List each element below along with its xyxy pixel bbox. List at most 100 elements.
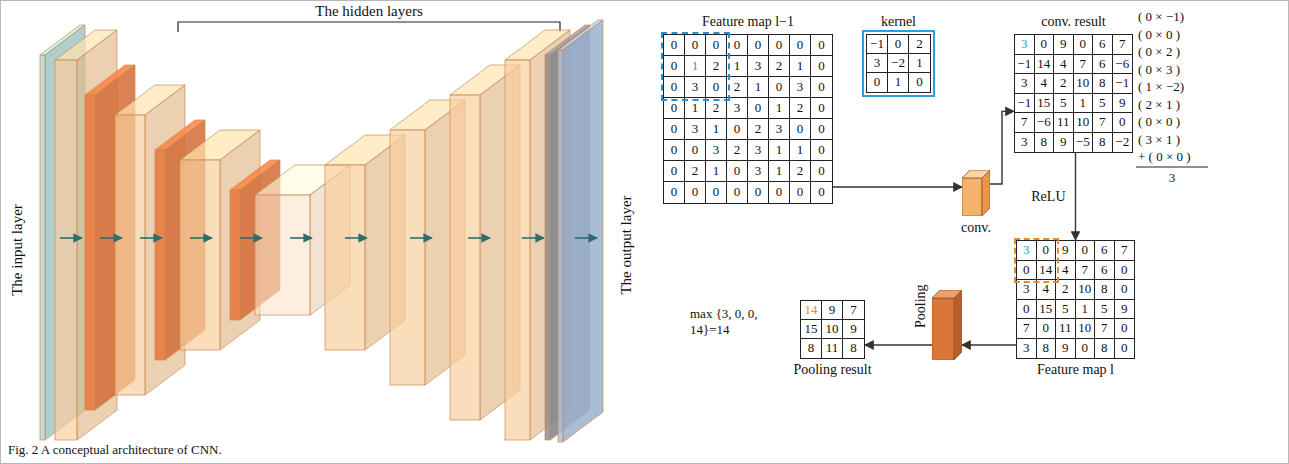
grid-cell: 7 xyxy=(1095,319,1115,339)
grid-cell: 0 xyxy=(769,182,790,203)
hidden-layers-bracket xyxy=(178,22,560,32)
sum-rule xyxy=(1136,167,1208,168)
grid-cell: 0 xyxy=(1035,35,1055,55)
block-shape xyxy=(962,170,990,216)
grid-cell: 11 xyxy=(822,339,843,358)
box-front xyxy=(40,55,45,440)
grid-cell: 0 xyxy=(1115,280,1135,300)
grid-cell: 7 xyxy=(1017,319,1037,339)
grid-cell: 0 xyxy=(790,35,811,56)
flow-arrow xyxy=(522,237,544,239)
grid-cell: 0 xyxy=(790,119,811,140)
block-face xyxy=(954,290,962,360)
grid-cell: 0 xyxy=(685,182,706,203)
node-heading: Feature map l−1 xyxy=(702,14,794,30)
grid-cell: 0 xyxy=(909,73,930,92)
flow-arrow xyxy=(140,237,162,239)
grid-cell: 0 xyxy=(1037,319,1057,339)
grid-cell: 3 xyxy=(1017,280,1037,300)
grid-cell: 0 xyxy=(811,182,832,203)
grid-cell: 1 xyxy=(769,140,790,161)
grid-cell: 4 xyxy=(1054,55,1074,75)
grid-cell: 0 xyxy=(1074,35,1094,55)
box-side xyxy=(563,20,603,442)
grid-cell: 3 xyxy=(685,77,706,98)
grid-cell: 1 xyxy=(790,140,811,161)
grid-cell: 0 xyxy=(1037,241,1057,261)
grid-cell: 10 xyxy=(822,320,843,339)
calculation-line: ( 1 × −2) xyxy=(1138,79,1184,95)
layer-boxes xyxy=(40,20,603,442)
block-face xyxy=(932,298,954,360)
grid-cell: 7 xyxy=(1076,261,1096,281)
edge-label: ReLU xyxy=(1029,189,1067,205)
grid-cell: 10 xyxy=(1076,319,1096,339)
box-front xyxy=(85,95,95,410)
grid-cell: 3 xyxy=(790,77,811,98)
feature-grid: Feature map l−10000000001213210030210300… xyxy=(663,34,833,204)
calculation-line: ( 0 × 0 ) xyxy=(1138,114,1180,130)
layer-label: The input layer xyxy=(9,204,25,296)
grid-cell: 0 xyxy=(727,182,748,203)
grid-cell: 2 xyxy=(1054,74,1074,94)
calculation-line: 3 xyxy=(1169,170,1176,186)
grid-cell: 0 xyxy=(1115,261,1135,281)
grid-cell: −1 xyxy=(1113,74,1133,94)
grid-cell: 0 xyxy=(664,161,685,182)
grid-cell: 3 xyxy=(748,56,769,77)
box-front xyxy=(558,50,563,442)
grid-cell: 1 xyxy=(706,119,727,140)
grid-cell: 0 xyxy=(1017,300,1037,320)
node-heading: conv. xyxy=(961,220,991,236)
grid-cell: 5 xyxy=(1095,300,1115,320)
grid-cell: 2 xyxy=(790,98,811,119)
grid-cell: 1 xyxy=(888,73,909,92)
grid-cell: 0 xyxy=(748,98,769,119)
grid-cell: 0 xyxy=(685,140,706,161)
flow-arrow xyxy=(100,237,122,239)
grid-cell: 8 xyxy=(1093,74,1113,94)
grid-cell: 0 xyxy=(706,77,727,98)
grid-cell: 1 xyxy=(685,98,706,119)
grid-cell: 2 xyxy=(706,56,727,77)
box-front xyxy=(115,115,145,395)
grid-cell: 11 xyxy=(1056,319,1076,339)
calculation-line: ( 0 × 3 ) xyxy=(1138,62,1180,78)
calculation-line: + ( 0 × 0 ) xyxy=(1138,149,1191,165)
grid-cell: 14 xyxy=(1037,261,1057,281)
box-front xyxy=(545,55,550,440)
grid-cell: 1 xyxy=(1074,94,1094,114)
layer-box xyxy=(558,20,603,442)
grid-cell: −6 xyxy=(1035,113,1055,133)
feature-grid: conv. result309067−114476−6342108−1−1155… xyxy=(1014,34,1133,153)
grid-cell: 7 xyxy=(1093,113,1113,133)
grid-cell: 0 xyxy=(706,35,727,56)
grid-cell: 10 xyxy=(1076,280,1096,300)
node-heading: kernel xyxy=(881,14,916,30)
box-front xyxy=(55,60,77,440)
grid-cell: 1 xyxy=(769,98,790,119)
grid-cell: 8 xyxy=(843,339,864,358)
flow-arrow xyxy=(190,237,212,239)
layer-label: The output layer xyxy=(618,195,634,294)
grid-cell: 9 xyxy=(843,320,864,339)
grid-cell: 7 xyxy=(843,301,864,320)
grid-cell: 2 xyxy=(685,161,706,182)
flow-connector xyxy=(865,344,932,345)
feature-grid: kernel−1023−21010 xyxy=(866,34,931,93)
box-front xyxy=(390,130,425,385)
grid-cell: 0 xyxy=(811,35,832,56)
grid-cell: 7 xyxy=(1015,113,1035,133)
grid-cell: 3 xyxy=(1017,339,1037,359)
grid-cell: 3 xyxy=(1015,35,1035,55)
box-front xyxy=(155,150,165,360)
grid-cell: 9 xyxy=(1054,35,1074,55)
grid-cell: 0 xyxy=(811,119,832,140)
grid-cell: 1 xyxy=(706,161,727,182)
flow-arrow xyxy=(468,237,490,239)
grid-cell: 1 xyxy=(1076,300,1096,320)
grid-cell: 0 xyxy=(769,77,790,98)
grid-cell: 3 xyxy=(1015,133,1035,153)
grid-cell: 3 xyxy=(1017,241,1037,261)
grid-cell: 5 xyxy=(1093,94,1113,114)
